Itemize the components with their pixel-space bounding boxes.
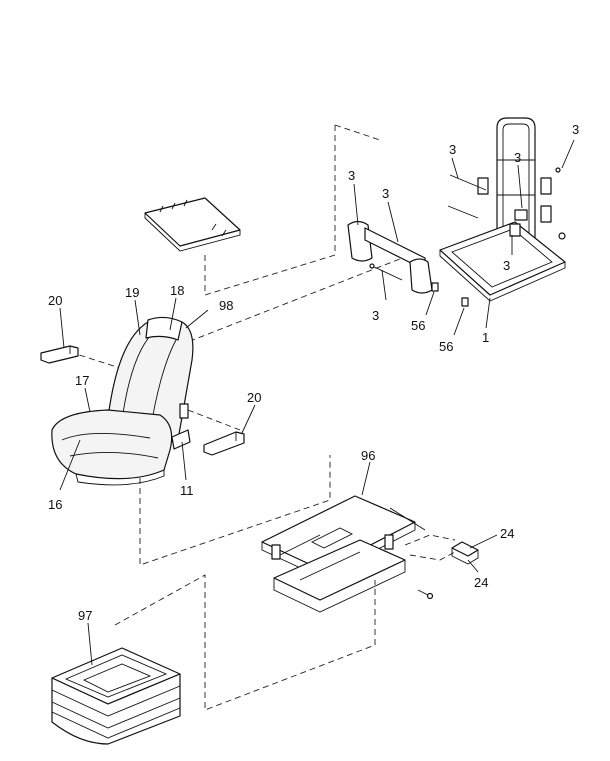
callout-3: 3 bbox=[503, 258, 510, 273]
callout-19: 19 bbox=[125, 285, 139, 300]
callout-20: 20 bbox=[247, 390, 261, 405]
suspension bbox=[261, 495, 434, 613]
callout-1: 1 bbox=[482, 330, 489, 345]
armrests bbox=[40, 345, 245, 456]
callout-3: 3 bbox=[514, 150, 521, 165]
seat-pad bbox=[144, 197, 241, 252]
callout-labels: 3 3 3 3 3 3 3 1 56 56 98 18 19 20 20 17 … bbox=[48, 122, 579, 623]
seat-assembly bbox=[51, 316, 194, 486]
callout-96: 96 bbox=[361, 448, 375, 463]
assembly-lines bbox=[69, 124, 456, 711]
callout-3: 3 bbox=[449, 142, 456, 157]
callout-20: 20 bbox=[48, 293, 62, 308]
side-panels bbox=[347, 220, 433, 294]
callout-18: 18 bbox=[170, 283, 184, 298]
callout-16: 16 bbox=[48, 497, 62, 512]
callout-3: 3 bbox=[572, 122, 579, 137]
base bbox=[51, 647, 181, 745]
hardware-56 bbox=[431, 282, 469, 307]
callout-3: 3 bbox=[372, 308, 379, 323]
callout-97: 97 bbox=[78, 608, 92, 623]
callout-24: 24 bbox=[474, 575, 488, 590]
callout-56: 56 bbox=[439, 339, 453, 354]
callout-98: 98 bbox=[219, 298, 233, 313]
callout-17: 17 bbox=[75, 373, 89, 388]
seat-frame bbox=[439, 117, 566, 302]
callout-3: 3 bbox=[348, 168, 355, 183]
callout-24: 24 bbox=[500, 526, 514, 541]
callout-56: 56 bbox=[411, 318, 425, 333]
callout-11: 11 bbox=[180, 483, 194, 498]
callout-3: 3 bbox=[382, 186, 389, 201]
switch bbox=[451, 541, 479, 565]
leader-lines bbox=[59, 139, 575, 666]
